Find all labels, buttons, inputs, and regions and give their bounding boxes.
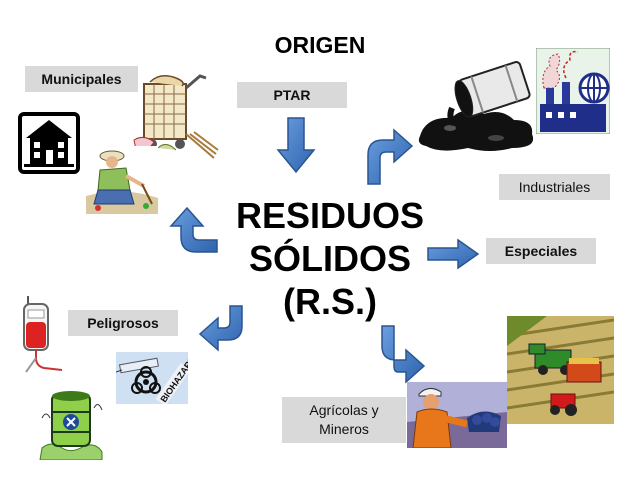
house-icon [18, 112, 80, 174]
arrow-down-ptar [276, 117, 316, 174]
center-concept: RESIDUOS SÓLIDOS (R.S.) [222, 194, 438, 323]
toxic-barrel-icon [38, 388, 104, 460]
arrow-especiales [427, 238, 480, 270]
blood-bag-icon [23, 296, 63, 373]
diagram-title: ORIGEN [274, 32, 366, 58]
label-agricolas-line-2: Mineros [319, 421, 369, 437]
label-agricolas-line-1: Agrícolas y [309, 402, 379, 418]
trash-cart-icon [133, 74, 219, 159]
label-agricolas-mineros: Agrícolas y Mineros [282, 397, 406, 443]
biohazard-syringe-icon: BIOHAZARD [116, 352, 188, 404]
miner-worker-icon [407, 382, 507, 448]
arrow-industriales [367, 128, 414, 185]
center-line-1: RESIDUOS [235, 195, 425, 236]
person-gardening-icon [86, 146, 158, 214]
arrow-municipales [169, 206, 218, 253]
center-line-2: SÓLIDOS [248, 238, 412, 279]
factory-globe-icon [536, 48, 610, 134]
oil-barrel-spill-icon [418, 61, 534, 151]
label-ptar: PTAR [237, 82, 347, 108]
label-municipales: Municipales [25, 66, 138, 92]
label-industriales: Industriales [499, 174, 610, 200]
arrow-peligrosos [198, 305, 243, 352]
label-peligrosos: Peligrosos [68, 310, 178, 336]
label-especiales: Especiales [486, 238, 596, 264]
center-line-3: (R.S.) [283, 281, 377, 322]
arrow-agricolas [381, 325, 426, 384]
harvester-field-icon [507, 316, 614, 424]
